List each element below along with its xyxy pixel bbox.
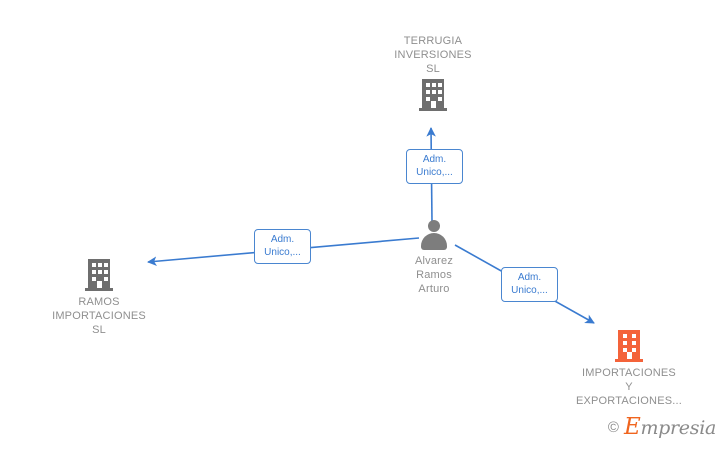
node-ramos-importaciones[interactable]: RAMOS IMPORTACIONES SL [19, 259, 179, 337]
watermark-lead-letter: E [623, 414, 641, 440]
node-person-alvarez-ramos-arturo[interactable]: Alvarez Ramos Arturo [354, 220, 514, 296]
person-icon [417, 220, 451, 250]
node-importaciones-y-exportaciones[interactable]: IMPORTACIONES Y EXPORTACIONES... [549, 330, 709, 408]
building-icon [615, 330, 643, 362]
edge-label-person-ramos[interactable]: Adm. Unico,... [254, 229, 311, 264]
watermark-text: Empresia [624, 414, 716, 440]
node-label: IMPORTACIONES Y EXPORTACIONES... [575, 367, 683, 407]
copyright-symbol: © [607, 418, 619, 436]
edge-label-person-impexp[interactable]: Adm. Unico,... [501, 267, 558, 302]
watermark-empresia: © Empresia [608, 414, 716, 440]
node-label: Alvarez Ramos Arturo [414, 255, 454, 295]
building-icon [419, 79, 447, 111]
node-terrugia-inversiones[interactable]: TERRUGIA INVERSIONES SL [353, 34, 513, 111]
node-label: TERRUGIA INVERSIONES SL [394, 35, 472, 75]
edge-label-person-terrugia[interactable]: Adm. Unico,... [406, 149, 463, 184]
node-label: RAMOS IMPORTACIONES SL [52, 296, 146, 336]
watermark-rest: mpresia [640, 417, 716, 439]
building-icon [85, 259, 113, 291]
